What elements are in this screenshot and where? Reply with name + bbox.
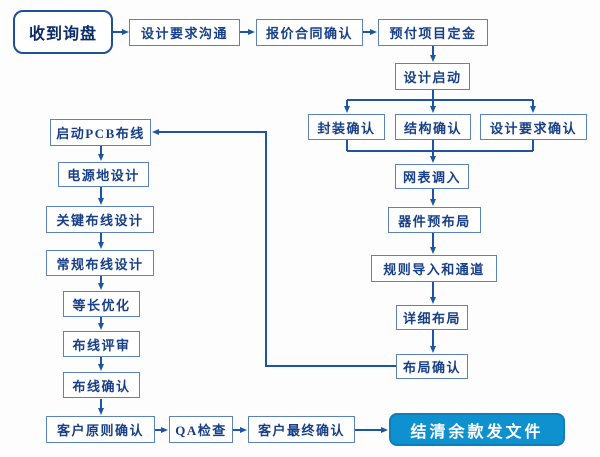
node-critical-routing-design: 关键布线设计 — [46, 206, 154, 233]
node-prepay-project-deposit: 预付项目定金 — [378, 19, 488, 46]
node-quote-contract-confirm: 报价合同确认 — [256, 19, 363, 46]
node-design-req-comm: 设计要求沟通 — [129, 19, 240, 46]
node-qa-check: QA检查 — [169, 416, 233, 443]
node-package-confirm: 封装确认 — [308, 114, 385, 140]
node-routing-confirm: 布线确认 — [63, 372, 140, 398]
node-component-prelayout: 器件预布局 — [388, 207, 481, 233]
node-power-ground-design: 电源地设计 — [58, 162, 149, 187]
node-netlist-import: 网表调入 — [395, 164, 469, 189]
node-design-req-confirm: 设计要求确认 — [480, 114, 587, 140]
node-detailed-placement: 详细布局 — [396, 305, 468, 330]
node-design-kickoff: 设计启动 — [395, 63, 470, 90]
node-rules-import-channel: 规则导入和通道 — [371, 255, 497, 282]
node-customer-principle-confirm: 客户原则确认 — [46, 416, 155, 443]
node-receive-inquiry: 收到询盘 — [13, 10, 113, 54]
node-start-pcb-routing: 启动PCB布线 — [50, 119, 151, 146]
node-placement-confirm: 布局确认 — [396, 354, 468, 379]
node-structure-confirm: 结构确认 — [395, 114, 471, 140]
node-routing-review: 布线评审 — [63, 331, 140, 357]
node-general-routing-design: 常规布线设计 — [46, 250, 154, 276]
node-length-matching: 等长优化 — [63, 291, 140, 317]
node-customer-final-confirm: 客户最终确认 — [248, 416, 355, 443]
node-settle-balance-release-files: 结清余款发文件 — [389, 413, 565, 446]
